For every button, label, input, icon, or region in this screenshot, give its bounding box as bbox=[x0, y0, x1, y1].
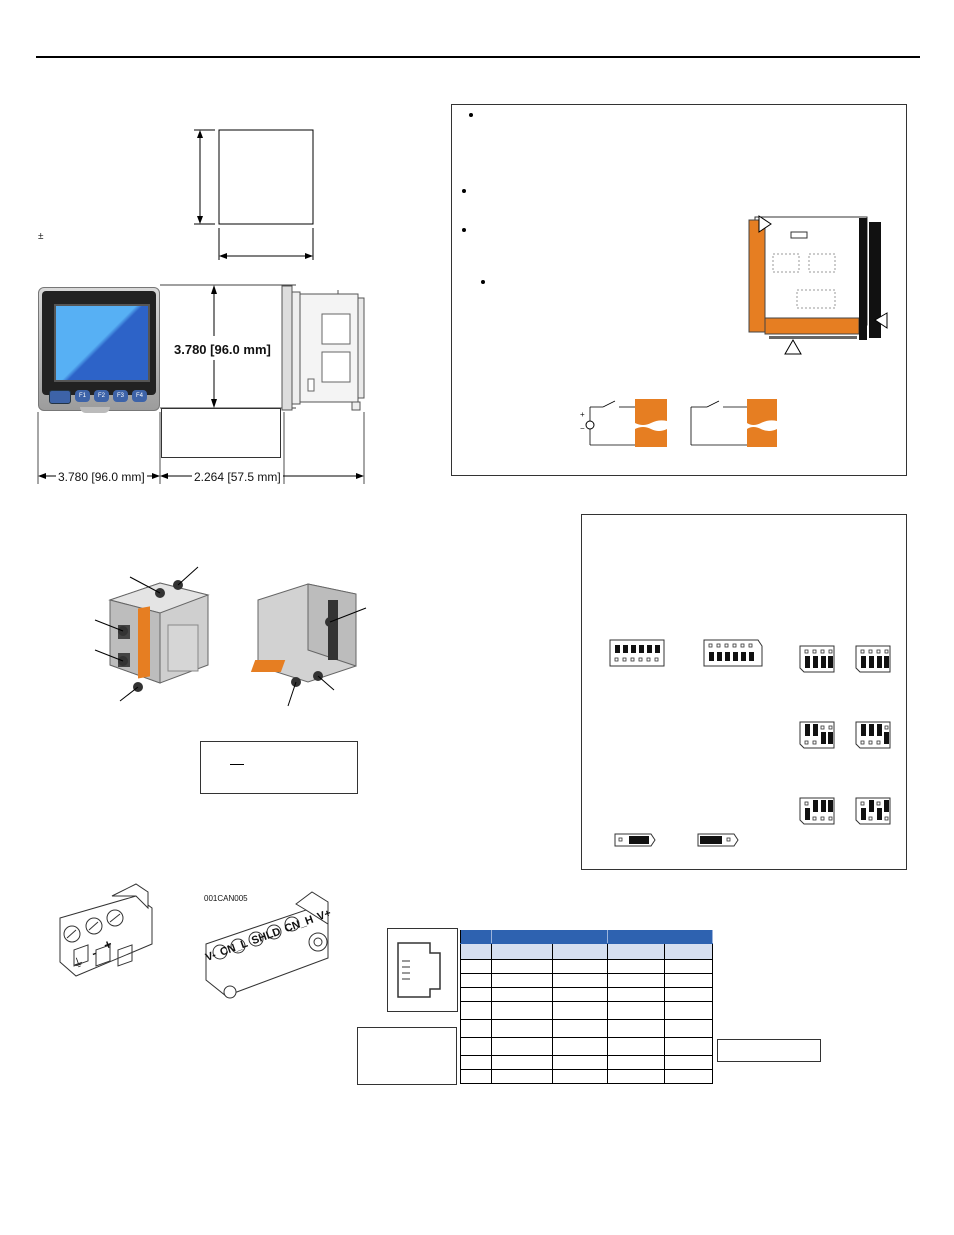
dip-switch-info-box bbox=[451, 104, 907, 476]
dimension-note-box bbox=[161, 408, 281, 458]
legend-note-box bbox=[200, 741, 358, 794]
bullet bbox=[462, 189, 466, 193]
dip-4pos-1b bbox=[855, 645, 891, 673]
dip-switch-on bbox=[703, 639, 763, 667]
panel-cutout-drawing bbox=[194, 129, 314, 260]
table-subheader-row bbox=[460, 943, 713, 960]
wiring-sourcing-diagram bbox=[585, 399, 667, 447]
table-row bbox=[460, 1001, 713, 1020]
bullet bbox=[462, 228, 466, 232]
can-connector bbox=[205, 891, 329, 999]
table-row bbox=[460, 973, 713, 988]
table-row bbox=[460, 1069, 713, 1084]
bullet bbox=[469, 113, 473, 117]
hmi-bezel-foot bbox=[80, 407, 110, 413]
hmi-keypad: F1 F2 F3 F4 bbox=[49, 390, 149, 406]
table-row bbox=[460, 1019, 713, 1038]
wiring-minus-sign: − bbox=[580, 424, 585, 433]
hmi-screen bbox=[54, 304, 150, 382]
dip-4pos-1a bbox=[799, 645, 835, 673]
hmi-front-view: F1 F2 F3 F4 bbox=[38, 287, 160, 411]
depth-dimension-label: 2.264 [57.5 mm] bbox=[192, 470, 283, 484]
logo-key[interactable] bbox=[49, 390, 71, 404]
f1-key[interactable]: F1 bbox=[75, 390, 90, 402]
f2-key[interactable]: F2 bbox=[94, 390, 109, 402]
table-row bbox=[460, 987, 713, 1002]
legend-underline bbox=[230, 764, 244, 765]
f4-key[interactable]: F4 bbox=[132, 390, 147, 402]
power-connector bbox=[59, 883, 153, 977]
table-header-row bbox=[460, 930, 713, 944]
wiring-plus-sign: + bbox=[580, 410, 585, 419]
module-iso-view-front bbox=[94, 566, 210, 702]
dip-4pos-2b bbox=[855, 721, 891, 749]
io-module-board bbox=[748, 215, 888, 355]
dip-4pos-3a bbox=[799, 797, 835, 825]
dip-switch-settings-box bbox=[581, 514, 907, 870]
dip-4pos-2a bbox=[799, 721, 835, 749]
hmi-side-view bbox=[281, 285, 365, 411]
dip-switch-off bbox=[609, 639, 665, 667]
rj45-jack-icon bbox=[397, 942, 441, 998]
dip-4pos-3b bbox=[855, 797, 891, 825]
rj45-note-box bbox=[357, 1027, 457, 1085]
table-row bbox=[460, 1055, 713, 1070]
height-dimension-label: 3.780 [96.0 mm] bbox=[174, 342, 271, 357]
table-row bbox=[460, 959, 713, 974]
table-callout-box bbox=[717, 1039, 821, 1062]
f3-key[interactable]: F3 bbox=[113, 390, 128, 402]
bullet bbox=[481, 280, 485, 284]
rj45-port-box bbox=[387, 928, 458, 1012]
table-row bbox=[460, 1037, 713, 1056]
can-cable-code: 001CAN005 bbox=[204, 894, 248, 903]
jumper-switch-a bbox=[614, 833, 656, 847]
width-dimension-label: 3.780 [96.0 mm] bbox=[56, 470, 147, 484]
page-top-rule bbox=[36, 56, 920, 58]
rj45-pinout-table bbox=[460, 930, 713, 1084]
tolerance-symbol: ± bbox=[38, 231, 44, 242]
jumper-switch-b bbox=[697, 833, 739, 847]
wiring-sinking-diagram bbox=[690, 399, 777, 447]
module-iso-view-rear bbox=[250, 583, 367, 707]
